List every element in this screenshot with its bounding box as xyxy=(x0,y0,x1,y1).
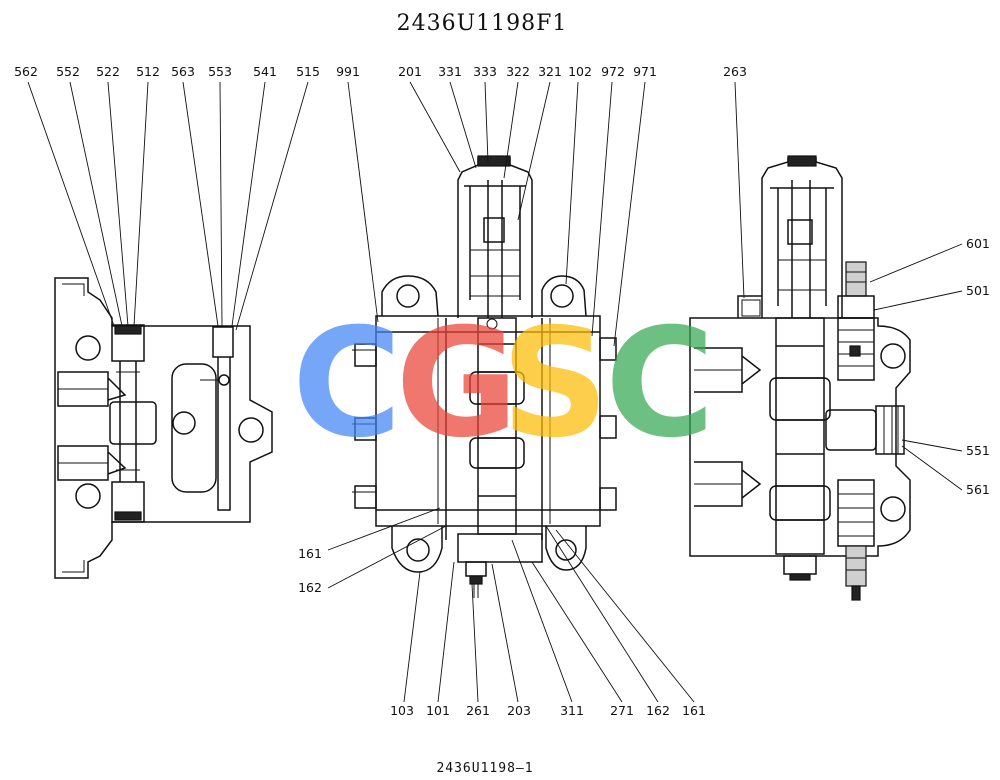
callout-label: 601 xyxy=(966,236,990,251)
drawing-caption: 2436U1198—1 xyxy=(436,761,533,776)
callout-labels: 562 552 522 512 563 553 541 515 991 201 … xyxy=(14,64,990,718)
right-rear-view xyxy=(689,155,911,601)
callout-label: 553 xyxy=(208,64,232,79)
callout-label: 331 xyxy=(438,64,462,79)
callout-label: 563 xyxy=(171,64,195,79)
callout-label: 103 xyxy=(390,703,414,718)
watermark-letter-s: S xyxy=(501,297,609,471)
callout-label: 561 xyxy=(966,482,990,497)
callout-label: 541 xyxy=(253,64,277,79)
center-front-view xyxy=(352,155,617,598)
callout-label: 271 xyxy=(610,703,634,718)
callout-label: 552 xyxy=(56,64,80,79)
callout-label: 515 xyxy=(296,64,320,79)
callout-label: 263 xyxy=(723,64,747,79)
callout-label: 162 xyxy=(298,580,322,595)
callout-label: 522 xyxy=(96,64,120,79)
callout-label: 161 xyxy=(682,703,706,718)
drawing-title: 2436U1198F1 xyxy=(397,11,568,36)
callout-label: 321 xyxy=(538,64,562,79)
callout-label: 971 xyxy=(633,64,657,79)
callout-label: 162 xyxy=(646,703,670,718)
cgsc-watermark: C G S C xyxy=(292,297,715,471)
callout-label: 311 xyxy=(560,703,584,718)
callout-label: 203 xyxy=(507,703,531,718)
callout-label: 972 xyxy=(601,64,625,79)
callout-label: 333 xyxy=(473,64,497,79)
callout-label: 501 xyxy=(966,283,990,298)
callout-label: 102 xyxy=(568,64,592,79)
callout-label: 201 xyxy=(398,64,422,79)
callout-label: 512 xyxy=(136,64,160,79)
watermark-letter-c2: C xyxy=(605,297,715,471)
callout-label: 161 xyxy=(298,546,322,561)
callout-label: 261 xyxy=(466,703,490,718)
watermark-letter-c1: C xyxy=(292,297,402,471)
leader-lines xyxy=(27,81,963,703)
callout-label: 322 xyxy=(506,64,530,79)
callout-label: 562 xyxy=(14,64,38,79)
callout-label: 101 xyxy=(426,703,450,718)
left-side-view xyxy=(54,277,273,579)
watermark-letter-g: G xyxy=(395,297,518,471)
callout-label: 991 xyxy=(336,64,360,79)
callout-label: 551 xyxy=(966,443,990,458)
